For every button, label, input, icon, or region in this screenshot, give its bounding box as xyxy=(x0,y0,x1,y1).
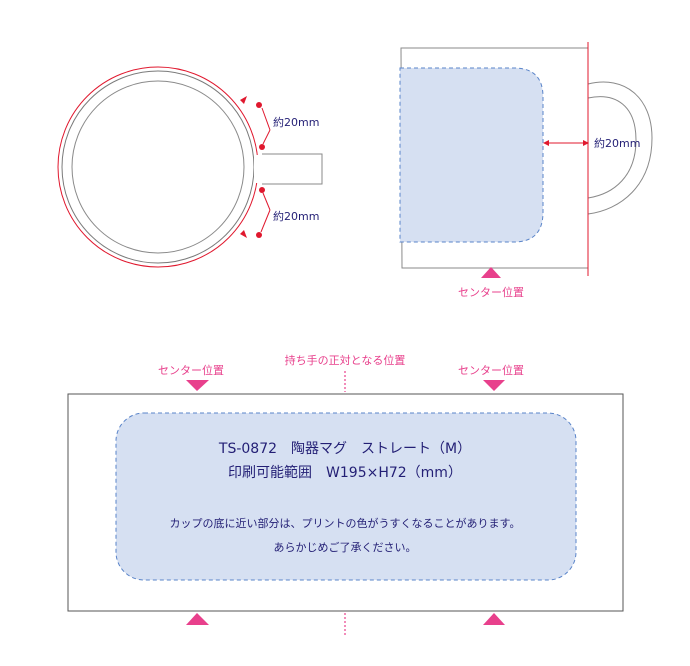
flat-product-line: TS-0872 陶器マグ ストレート（M） xyxy=(218,441,471,457)
top-view-dot-lower-a xyxy=(259,187,265,193)
top-view-dot-upper-b xyxy=(259,144,265,150)
top-view-dim-line-lower xyxy=(262,192,271,211)
flat-center-left-label: センター位置 xyxy=(158,363,224,377)
top-view-outer-rim xyxy=(61,70,255,264)
flat-top-marker-right xyxy=(483,380,505,391)
flat-handle-opposite-label: 持ち手の正対となる位置 xyxy=(285,353,406,367)
side-view: 約20mm センター位置 xyxy=(399,42,653,299)
flat-view: センター位置 持ち手の正対となる位置 センター位置 TS-0872 陶器マグ ス… xyxy=(67,353,624,635)
flat-center-right-label: センター位置 xyxy=(458,363,524,377)
side-view-dim-label: 約20mm xyxy=(594,136,640,150)
flat-top-marker-left xyxy=(186,380,209,391)
flat-view-print-area xyxy=(115,412,577,581)
top-view-handle xyxy=(262,153,323,185)
top-view-dim-upper-label: 約20mm xyxy=(273,115,319,129)
flat-note-1: カップの底に近い部分は、プリントの色がうすくなることがあります。 xyxy=(170,516,521,530)
side-view-center-triangle xyxy=(481,267,501,278)
top-view: 約20mm 約20mm xyxy=(57,66,323,268)
top-view-arrow-upper xyxy=(240,96,247,104)
top-view-inner-rim xyxy=(71,80,245,254)
flat-bottom-marker-left xyxy=(186,613,209,625)
flat-note-2: あらかじめご了承ください。 xyxy=(274,540,417,554)
flat-bottom-marker-right xyxy=(483,613,505,625)
flat-area-line: 印刷可能範囲 W195×H72（mm） xyxy=(228,464,462,481)
top-view-dot-upper-a xyxy=(256,102,262,108)
top-view-arrow-lower xyxy=(240,230,247,238)
top-view-dim-line-upper xyxy=(261,107,271,131)
side-view-center-label: センター位置 xyxy=(458,285,524,299)
top-view-dot-lower-b xyxy=(256,232,262,238)
top-view-dim-lower-label: 約20mm xyxy=(273,209,319,223)
side-view-print-area xyxy=(399,67,544,243)
